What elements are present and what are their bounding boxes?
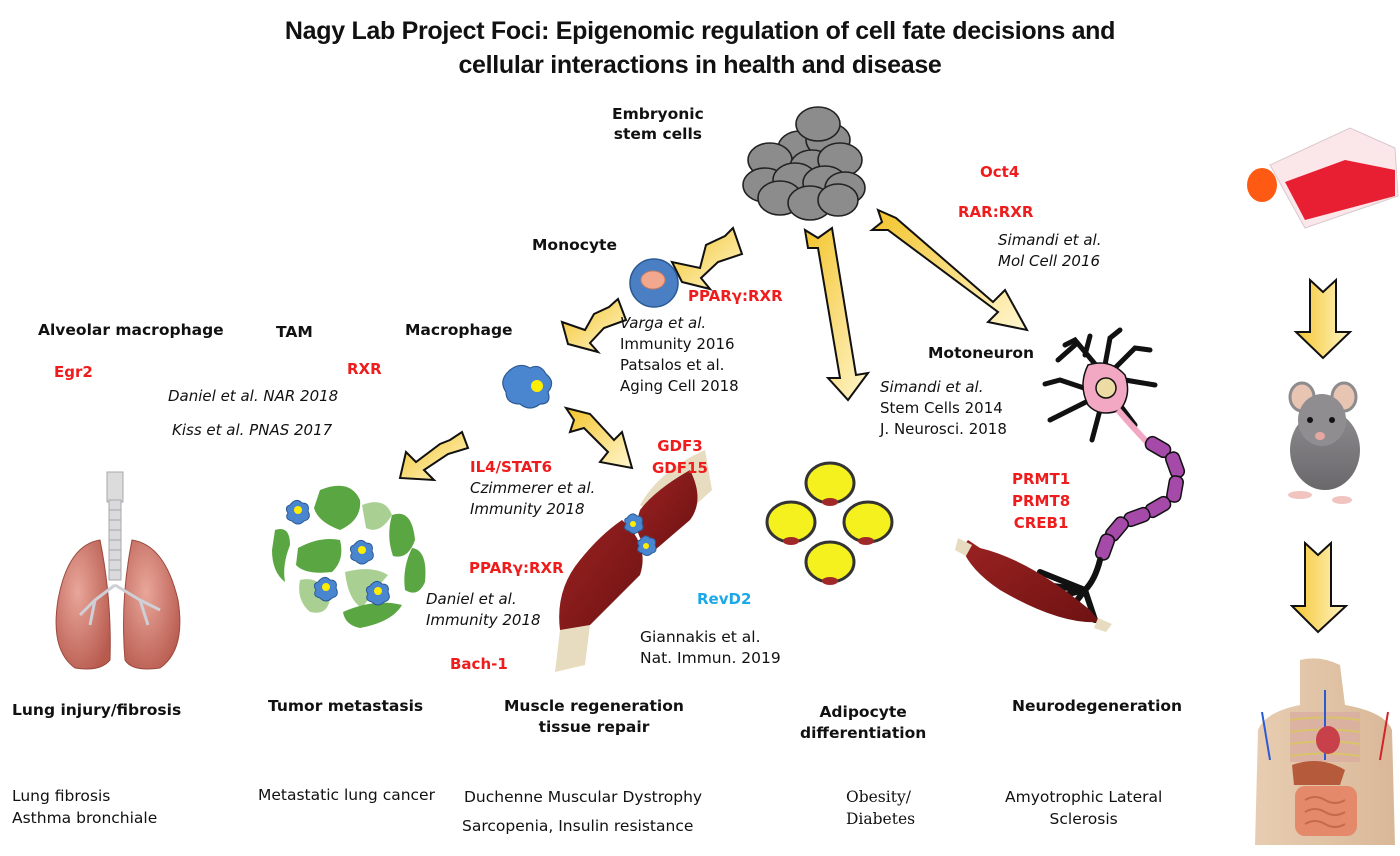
factor-revd2: RevD2 [697, 590, 752, 608]
ref-line: Immunity 2016 [620, 335, 735, 353]
factor-prmt8: PRMT8 [1012, 492, 1071, 510]
ref-line: Stem Cells 2014 [880, 399, 1003, 417]
injured-muscle-icon [555, 450, 712, 672]
disease-line: Obesity/ [846, 788, 911, 806]
ref-line: Giannakis et al. [640, 628, 761, 646]
label-embryonic: Embryonic [612, 105, 704, 123]
disease-lung: Lung fibrosis Asthma bronchiale [12, 785, 157, 829]
ref-daniel-nar: Daniel et al. NAR 2018 [168, 387, 339, 405]
process-line: Adipocyte [819, 703, 907, 721]
process-line: differentiation [800, 724, 927, 742]
disease-muscle: Duchenne Muscular Dystrophy Sarcopenia, … [462, 783, 702, 841]
factor-creb1: CREB1 [1013, 514, 1069, 532]
factor-egr2: Egr2 [54, 363, 93, 381]
process-tumor: Tumor metastasis [268, 697, 424, 715]
arrow-macrophage-to-muscle [563, 406, 634, 470]
title-line-2: cellular interactions in health and dise… [458, 51, 942, 79]
label-embryonic-stem-cells: Embryonic stem cells [612, 104, 704, 144]
factor-gdf: GDF3 GDF15 [652, 435, 708, 479]
monocyte-icon [629, 258, 679, 308]
arrow-esc-to-motoneuron [869, 208, 1029, 332]
arrow-mouse-to-human [1289, 540, 1349, 634]
ref-czimmerer: Czimmerer et al. Immunity 2018 [470, 478, 595, 520]
human-anatomy-icon [1255, 658, 1395, 845]
disease-line: Asthma bronchiale [12, 809, 158, 827]
process-line: Muscle regeneration [504, 697, 684, 715]
process-adipocyte: Adipocyte differentiation [800, 702, 926, 744]
arrow-esc-to-adipocyte [803, 226, 871, 402]
process-neuro: Neurodegeneration [1012, 697, 1183, 715]
ref-line: Daniel et al. [426, 590, 517, 608]
ref-varga-patsalos: Varga et al. Immunity 2016 Patsalos et a… [620, 313, 739, 397]
embryonic-stem-cells-icon [742, 106, 866, 221]
disease-line: Diabetes [846, 810, 916, 828]
arrow-esc-to-monocyte [670, 226, 744, 291]
factor-gdf15: GDF15 [652, 459, 708, 477]
ref-line: Varga et al. [620, 314, 707, 332]
ref-line: Czimmerer et al. [470, 479, 596, 497]
lungs-icon [55, 471, 181, 670]
disease-tumor: Metastatic lung cancer [258, 786, 435, 804]
factor-prmt1: PRMT1 [1012, 470, 1071, 488]
factor-rar-rxr: RAR:RXR [958, 203, 1034, 221]
ref-line: Nat. Immun. 2019 [640, 649, 781, 667]
ref-simandi-2016: Simandi et al. Mol Cell 2016 [998, 230, 1101, 272]
ref-line: Simandi et al. [880, 378, 984, 396]
label-motoneuron: Motoneuron [928, 344, 1035, 362]
diagram-title: Nagy Lab Project Foci: Epigenomic regula… [0, 14, 1400, 82]
factor-bach1: Bach-1 [450, 655, 508, 673]
label-tam: TAM [276, 323, 313, 341]
ref-line: J. Neurosci. 2018 [880, 420, 1007, 438]
disease-line: Lung fibrosis [12, 787, 111, 805]
factor-oct4: Oct4 [980, 163, 1020, 181]
arrow-monocyte-to-macrophage [560, 297, 628, 354]
ref-line: Immunity 2018 [426, 611, 541, 629]
process-line: tissue repair [538, 718, 650, 736]
ref-line: Aging Cell 2018 [620, 377, 739, 395]
factor-ppar-rxr-tumor: PPARγ:RXR [469, 559, 564, 577]
disease-line: Sclerosis [1049, 810, 1118, 828]
factor-il4-stat6: IL4/STAT6 [470, 458, 553, 476]
disease-line: Sarcopenia, Insulin resistance [462, 817, 694, 835]
ref-giannakis: Giannakis et al. Nat. Immun. 2019 [640, 627, 781, 669]
ref-daniel-immunity: Daniel et al. Immunity 2018 [426, 589, 541, 631]
adipocytes-icon [765, 461, 894, 585]
motoneuron-icon [955, 327, 1186, 632]
ref-simandi-2014: Simandi et al. Stem Cells 2014 J. Neuros… [880, 377, 1007, 440]
factor-prmt-creb: PRMT1 PRMT8 CREB1 [1012, 468, 1070, 534]
title-line-1: Nagy Lab Project Foci: Epigenomic regula… [284, 17, 1116, 45]
disease-line: Amyotrophic Lateral [1005, 788, 1163, 806]
label-monocyte: Monocyte [532, 236, 617, 254]
label-stem-cells: stem cells [613, 125, 703, 143]
arrow-flask-to-mouse [1293, 277, 1353, 360]
factor-ppar-rxr-monocyte: PPARγ:RXR [688, 287, 783, 305]
mouse-icon [1288, 381, 1360, 504]
disease-line: Duchenne Muscular Dystrophy [464, 788, 703, 806]
process-muscle: Muscle regeneration tissue repair [504, 696, 684, 738]
label-macrophage: Macrophage [405, 321, 513, 339]
arrow-macrophage-to-tumor [398, 430, 470, 482]
cell-culture-flask-icon [1247, 127, 1399, 229]
label-alveolar-macrophage: Alveolar macrophage [38, 321, 224, 339]
disease-adipocyte: Obesity/ Diabetes [846, 786, 915, 830]
factor-gdf3: GDF3 [657, 437, 703, 455]
ref-line: Patsalos et al. [620, 356, 725, 374]
process-lung: Lung injury/fibrosis [12, 701, 182, 719]
tumor-icon [270, 475, 430, 635]
ref-line: Simandi et al. [998, 231, 1102, 249]
disease-neuro: Amyotrophic Lateral Sclerosis [1005, 786, 1162, 830]
ref-kiss-pnas: Kiss et al. PNAS 2017 [172, 421, 333, 439]
factor-rxr: RXR [347, 360, 382, 378]
ref-line: Mol Cell 2016 [998, 252, 1101, 270]
ref-line: Immunity 2018 [470, 500, 585, 518]
macrophage-icon [502, 364, 553, 409]
